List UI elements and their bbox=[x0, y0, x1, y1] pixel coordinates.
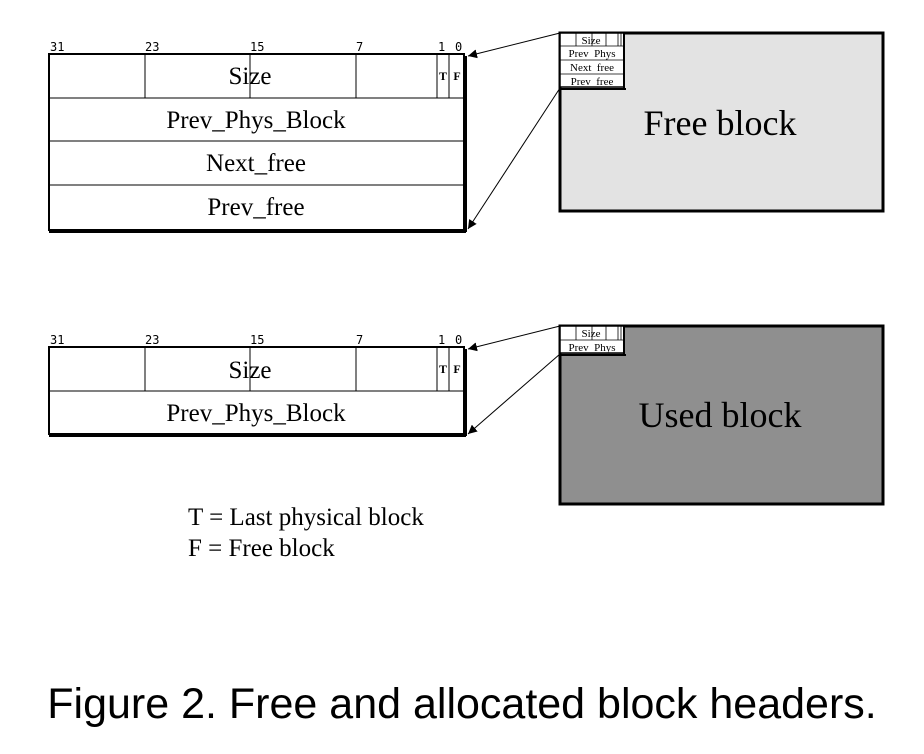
used-mini-size: Size bbox=[582, 328, 601, 340]
bit-label-7: 7 bbox=[356, 40, 363, 54]
free-mini-prev-phys: Prev Phys bbox=[568, 48, 615, 60]
used-flag-t: T bbox=[439, 362, 447, 376]
free-field-size: Size bbox=[228, 63, 271, 90]
free-flag-f: F bbox=[453, 69, 460, 83]
free-field-prev-phys-block: Prev_Phys_Block bbox=[166, 107, 346, 134]
legend-t: T = Last physical block bbox=[188, 504, 424, 531]
bit-label-23: 23 bbox=[145, 333, 159, 347]
free-connector-top-arrow bbox=[467, 32, 561, 59]
bit-label-1: 1 bbox=[438, 40, 445, 54]
used-block: Used block Size Prev Phys bbox=[558, 324, 885, 506]
used-flag-f: F bbox=[453, 362, 460, 376]
free-block: Free block Size Prev Phys Next free Prev… bbox=[558, 31, 885, 213]
free-block-label: Free block bbox=[644, 103, 797, 143]
bit-label-31: 31 bbox=[50, 333, 64, 347]
bit-label-23: 23 bbox=[145, 40, 159, 54]
used-connector-top-arrow bbox=[467, 325, 561, 352]
used-block-label: Used block bbox=[639, 395, 802, 435]
used-mini-prev-phys: Prev Phys bbox=[568, 342, 615, 354]
bit-label-0: 0 bbox=[455, 333, 462, 347]
used-field-size: Size bbox=[228, 357, 271, 384]
bit-label-15: 15 bbox=[250, 40, 264, 54]
free-flag-t: T bbox=[439, 69, 447, 83]
figure-caption: Figure 2. Free and allocated block heade… bbox=[47, 680, 877, 728]
bit-label-7: 7 bbox=[356, 333, 363, 347]
used-header: 31 23 15 7 1 0 Size T F Prev_Phys_Block bbox=[48, 333, 467, 437]
free-mini-next-free: Next free bbox=[570, 62, 614, 74]
free-field-next-free: Next_free bbox=[206, 150, 306, 177]
legend-f: F = Free block bbox=[188, 535, 335, 562]
free-header: 31 23 15 7 1 0 Size T F Prev_Phys_Block … bbox=[48, 40, 467, 233]
bit-label-15: 15 bbox=[250, 333, 264, 347]
free-header-box bbox=[48, 53, 465, 231]
bit-label-31: 31 bbox=[50, 40, 64, 54]
bit-label-0: 0 bbox=[455, 40, 462, 54]
bit-label-1: 1 bbox=[438, 333, 445, 347]
free-mini-size: Size bbox=[582, 35, 601, 47]
free-field-prev-free: Prev_free bbox=[207, 194, 304, 221]
used-field-prev-phys-block: Prev_Phys_Block bbox=[166, 400, 346, 427]
free-connector-bottom-arrow bbox=[467, 87, 561, 230]
free-mini-prev-free: Prev free bbox=[571, 76, 614, 88]
used-connector-bottom-arrow bbox=[467, 353, 561, 435]
